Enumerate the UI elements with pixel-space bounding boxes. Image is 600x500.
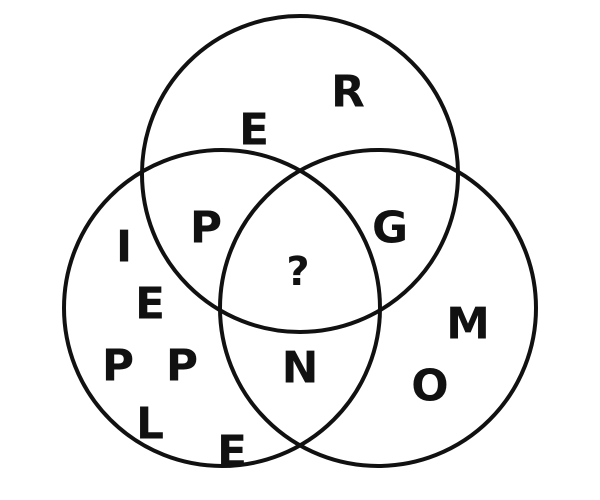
letter-top-left-p: P xyxy=(190,203,222,254)
circle-right xyxy=(218,148,538,468)
letter-right-o: O xyxy=(411,361,448,412)
letter-top-r: R xyxy=(331,67,365,118)
letter-left-right-n: N xyxy=(282,343,319,394)
letter-left-l: L xyxy=(136,399,164,450)
letter-left-p-2: P xyxy=(166,341,198,392)
letter-left-e-1: E xyxy=(135,279,165,330)
letter-center-question-mark: ? xyxy=(286,249,309,295)
circle-left xyxy=(62,148,382,468)
letter-left-e-2: E xyxy=(217,427,247,478)
letter-top-right-g: G xyxy=(372,203,408,254)
letter-left-i: I xyxy=(116,222,132,273)
letter-right-m: M xyxy=(446,299,490,350)
letter-top-e: E xyxy=(239,105,269,156)
letter-left-p-1: P xyxy=(102,341,134,392)
